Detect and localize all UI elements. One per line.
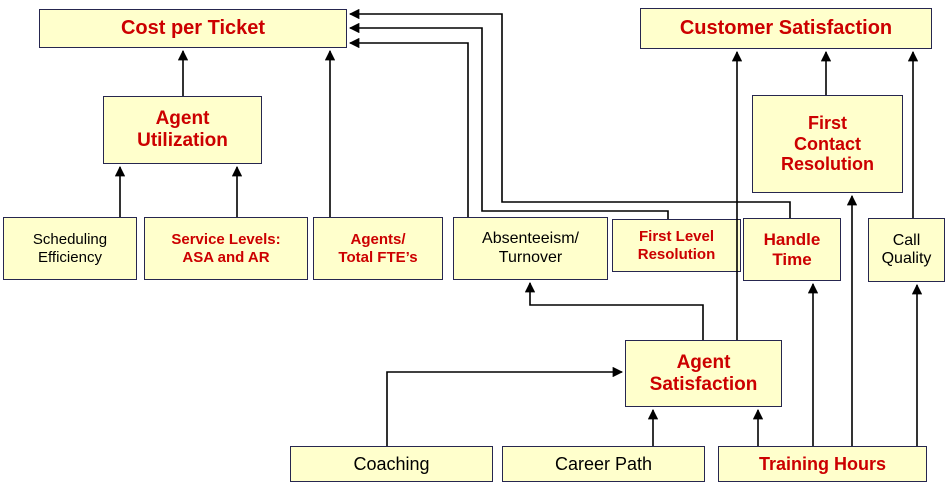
node-scheduling-efficiency: Scheduling Efficiency — [3, 217, 137, 280]
node-agent-utilization: Agent Utilization — [103, 96, 262, 164]
node-agents-total-ftes-label: Agents/ Total FTE’s — [338, 231, 418, 266]
node-agent-satisfaction-label: Agent Satisfaction — [649, 351, 758, 395]
node-handle-time-label: Handle Time — [763, 230, 821, 269]
node-cost-per-ticket: Cost per Ticket — [39, 9, 347, 48]
node-scheduling-efficiency-label: Scheduling Efficiency — [32, 231, 108, 266]
node-first-contact-resolution: First Contact Resolution — [752, 95, 903, 193]
node-first-level-resolution-label: First Level Resolution — [637, 228, 716, 263]
node-first-level-resolution: First Level Resolution — [612, 219, 741, 272]
edge-first-level-resolution-to-cost-per-ticket — [348, 22, 669, 219]
node-customer-satisfaction: Customer Satisfaction — [640, 8, 932, 49]
edge-agent-satisfaction-to-absenteeism-turnover — [524, 281, 704, 340]
node-training-hours: Training Hours — [718, 446, 927, 482]
node-career-path: Career Path — [502, 446, 705, 482]
node-agent-utilization-label: Agent Utilization — [137, 108, 228, 151]
edge-coaching-to-agent-satisfaction — [386, 366, 624, 446]
node-customer-satisfaction-label: Customer Satisfaction — [679, 17, 893, 40]
node-handle-time: Handle Time — [743, 218, 841, 281]
node-absenteeism-turnover-label: Absenteeism/ Turnover — [482, 230, 579, 266]
node-agents-total-ftes: Agents/ Total FTE’s — [313, 217, 443, 280]
node-cost-per-ticket-label: Cost per Ticket — [120, 17, 266, 40]
node-call-quality-label: Call Quality — [881, 231, 932, 267]
node-training-hours-label: Training Hours — [758, 453, 886, 474]
node-coaching: Coaching — [290, 446, 493, 482]
node-coaching-label: Coaching — [353, 453, 430, 474]
node-service-levels: Service Levels: ASA and AR — [144, 217, 308, 280]
edge-absenteeism-turnover-to-cost-per-ticket — [348, 37, 469, 217]
node-absenteeism-turnover: Absenteeism/ Turnover — [453, 217, 608, 280]
node-service-levels-label: Service Levels: ASA and AR — [171, 231, 281, 266]
node-call-quality: Call Quality — [868, 218, 945, 282]
node-career-path-label: Career Path — [554, 453, 653, 474]
node-agent-satisfaction: Agent Satisfaction — [625, 340, 782, 407]
node-first-contact-resolution-label: First Contact Resolution — [781, 113, 874, 175]
